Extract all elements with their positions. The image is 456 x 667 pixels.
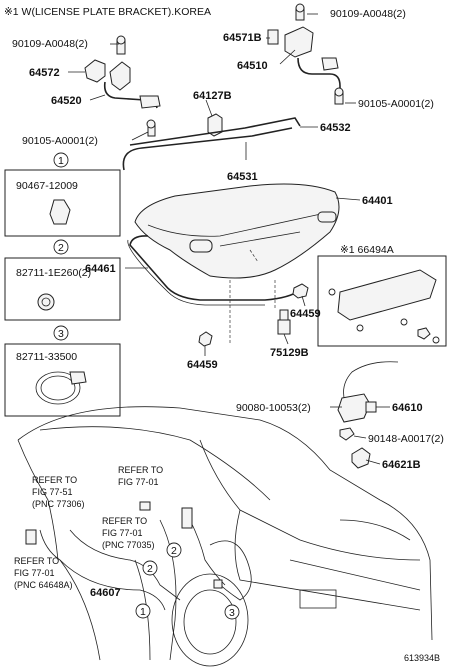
- trunk-lid-64401: [134, 183, 340, 279]
- leader-lines: [68, 13, 390, 465]
- callout-2-box: 2 82711-1E260(2): [4, 239, 121, 321]
- label-64607: 64607: [90, 587, 121, 599]
- lock-64610: [337, 361, 399, 423]
- opener-64621B: [351, 447, 371, 469]
- svg-text:3: 3: [229, 607, 235, 619]
- bolt-90148: [339, 427, 355, 441]
- callout-2-num: 2: [58, 242, 64, 254]
- svg-text:REFER TO: REFER TO: [14, 556, 59, 566]
- callout-1-num: 1: [58, 155, 64, 167]
- svg-text:(PNC 77035): (PNC 77035): [102, 540, 155, 550]
- label-64401: 64401: [362, 195, 393, 207]
- stopper-64459-left: [198, 331, 213, 347]
- label-90080: 90080-10053(2): [236, 402, 311, 414]
- car-body-outline: [17, 406, 433, 667]
- svg-text:2: 2: [147, 563, 153, 575]
- svg-text:FIG 77-51: FIG 77-51: [32, 487, 73, 497]
- svg-text:FIG 77-01: FIG 77-01: [102, 528, 143, 538]
- svg-text:REFER TO: REFER TO: [102, 516, 147, 526]
- callout-1-part: 90467-12009: [16, 180, 78, 192]
- svg-text:FIG 77-01: FIG 77-01: [14, 568, 55, 578]
- callout-3-num: 3: [58, 328, 64, 340]
- label-75129B: 75129B: [270, 347, 309, 359]
- bolt-90105-left: [146, 119, 156, 137]
- hinge-right-64510: [267, 3, 344, 105]
- label-64127B: 64127B: [193, 90, 232, 102]
- svg-text:1: 1: [140, 606, 146, 618]
- label-64459-left: 64459: [187, 359, 218, 371]
- svg-text:REFER TO: REFER TO: [118, 465, 163, 475]
- callout-2-part: 82711-1E260(2): [16, 267, 91, 279]
- refer-77-51: REFER TO FIG 77-51 (PNC 77306): [32, 475, 85, 509]
- torsion-bars: [122, 117, 301, 171]
- license-bracket-66494A: [317, 255, 447, 347]
- label-64459-right: 64459: [290, 308, 321, 320]
- marker-2b: 2: [166, 542, 182, 558]
- stopper-64459-right: [292, 283, 309, 299]
- refer-77-01-a: REFER TO FIG 77-01: [118, 465, 163, 487]
- cable-64607: [25, 501, 252, 611]
- hinge-left-64520: [84, 35, 161, 109]
- weatherstrip-64461: [127, 235, 301, 306]
- marker-3: 3: [224, 604, 240, 620]
- marker-1: 1: [135, 603, 151, 619]
- label-64621B: 64621B: [382, 459, 421, 471]
- label-64520: 64520: [51, 95, 82, 107]
- svg-text:FIG 77-01: FIG 77-01: [118, 477, 159, 487]
- label-64532: 64532: [320, 122, 351, 134]
- label-90148: 90148-A0017(2): [368, 433, 444, 445]
- label-66494A: ※1 66494A: [340, 244, 394, 256]
- svg-text:REFER TO: REFER TO: [32, 475, 77, 485]
- callout-3-box: 3 82711-33500: [4, 325, 121, 417]
- refer-77-01-c: REFER TO FIG 77-01 (PNC 64648A): [14, 556, 73, 590]
- callout-1-box: 1 90467-12009: [4, 152, 121, 237]
- label-64461: 64461: [85, 263, 116, 275]
- svg-text:(PNC 64648A): (PNC 64648A): [14, 580, 73, 590]
- label-64531: 64531: [227, 171, 258, 183]
- label-90105-left: 90105-A0001(2): [22, 135, 98, 147]
- cushion-75129B: [277, 309, 291, 335]
- refer-77-01-b: REFER TO FIG 77-01 (PNC 77035): [102, 516, 155, 550]
- label-64610: 64610: [392, 402, 423, 414]
- marker-2a: 2: [142, 560, 158, 576]
- header-note: ※1 W(LICENSE PLATE BRACKET).KOREA: [4, 6, 211, 18]
- label-64510: 64510: [237, 60, 268, 72]
- svg-text:2: 2: [171, 545, 177, 557]
- label-90109-left: 90109-A0048(2): [12, 38, 88, 50]
- label-90109-top: 90109-A0048(2): [330, 8, 406, 20]
- figure-id: 613934B: [404, 653, 440, 663]
- label-64571B: 64571B: [223, 32, 262, 44]
- label-64572: 64572: [29, 67, 60, 79]
- label-90105-right: 90105-A0001(2): [358, 98, 434, 110]
- callout-3-part: 82711-33500: [16, 351, 77, 363]
- svg-text:(PNC 77306): (PNC 77306): [32, 499, 85, 509]
